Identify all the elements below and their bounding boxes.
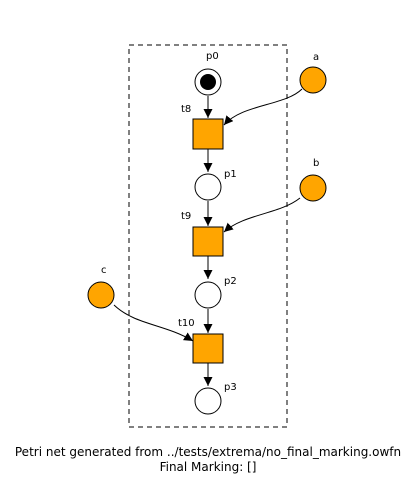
transition-t8-label: t8 [181,104,191,115]
arc-b-t9 [223,197,301,233]
interface-place-a-label: a [313,52,319,63]
place-p1: p1 [194,169,237,201]
place-p1-circle [194,173,222,201]
place-p2-circle [194,281,222,309]
transition-t10-label: t10 [178,318,195,329]
place-p1-label: p1 [224,169,237,180]
token-icon [200,74,216,90]
interface-place-a: a [299,52,327,94]
interface-place-c-circle [87,281,115,309]
interface-place-a-circle [299,66,327,94]
place-p0: p0 [194,51,222,96]
arc-a-t8 [223,88,303,126]
caption-final-marking: Final Marking: [] [160,460,257,474]
interface-place-c-label: c [101,265,107,276]
place-p2-label: p2 [224,276,237,287]
place-p3-label: p3 [224,382,237,393]
interface-place-c: c [87,265,115,309]
interface-place-b-label: b [313,158,319,169]
place-p0-label: p0 [206,51,219,62]
transition-t10-box [192,333,224,364]
transition-t9-box [192,226,224,257]
caption-source: Petri net generated from ../tests/extrem… [15,445,401,459]
transition-t9-label: t9 [181,211,191,222]
transition-t10: t10 [178,318,224,364]
interface-place-b: b [299,158,327,202]
transition-t8-box [192,118,224,150]
transition-t9: t9 [181,211,224,257]
place-p3: p3 [194,382,237,415]
place-p2: p2 [194,276,237,309]
transition-t8: t8 [181,104,224,150]
interface-place-b-circle [299,174,327,202]
place-p3-circle [194,387,222,415]
arc-c-t10 [113,304,194,342]
